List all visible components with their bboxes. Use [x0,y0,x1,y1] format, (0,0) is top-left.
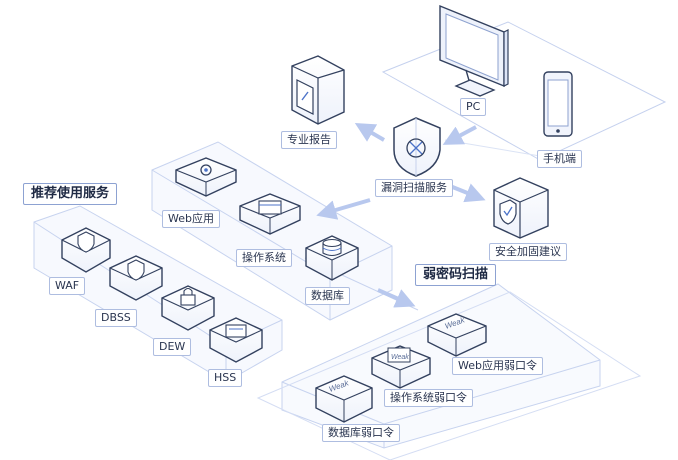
dbss-shield-icon [109,255,163,301]
weak-password-title: 弱密码扫描 [415,264,497,286]
arrow-pc-to-scan [442,125,477,145]
weak-item-web: Web应用弱口令 [452,357,543,375]
label-pc: PC [460,98,487,116]
weak-item-db: 数据库弱口令 [322,424,400,442]
recommended-item-waf: WAF [49,277,86,295]
shield-bug-icon [393,117,441,177]
weak-tile-db: Weak [315,375,373,423]
gear-icon [175,157,237,197]
monitor-icon [439,4,509,97]
database-icon [305,235,359,281]
recommended-title: 推荐使用服务 [23,183,118,205]
label-database: 数据库 [305,287,350,305]
weak-text: Weak [391,354,409,361]
weak-tile-web: Weak [427,313,487,357]
arrow-targets-to-weak [377,288,416,308]
hss-card-icon [209,317,263,363]
label-hardening: 安全加固建议 [489,243,567,261]
label-web-app: Web应用 [162,210,220,228]
recommended-item-hss: HSS [208,369,243,387]
arrow-scan-to-report [354,122,386,142]
label-os: 操作系统 [236,249,292,267]
arrow-scan-to-hardening [449,183,486,203]
weak-tile-os: Weak [371,345,431,389]
label-mobile: 手机端 [537,150,582,168]
recommended-item-dew: DEW [153,338,192,356]
weak-item-os: 操作系统弱口令 [384,389,473,407]
recommended-item-dbss: DBSS [95,309,137,327]
shield-check-icon [493,177,549,239]
window-icon [239,193,301,235]
arrow-scan-to-targets [316,198,371,220]
waf-shield-icon [61,227,111,273]
label-report: 专业报告 [281,131,337,149]
lock-icon [161,285,215,331]
phone-icon [543,71,573,137]
label-scan-service: 漏洞扫描服务 [375,179,453,197]
report-icon [291,55,345,125]
